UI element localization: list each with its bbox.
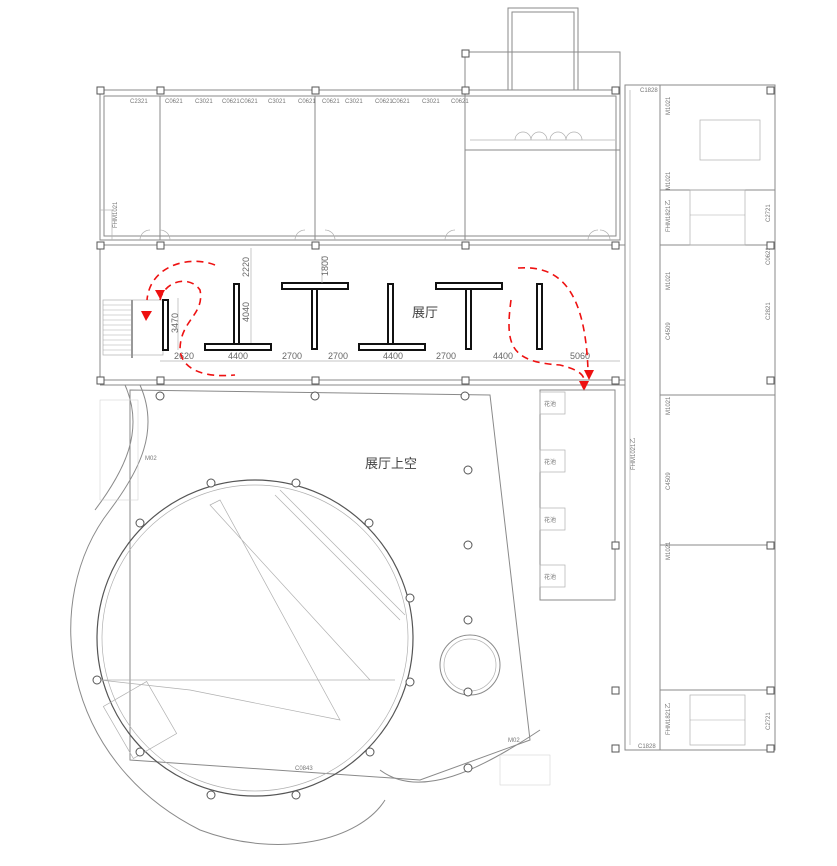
top-window-labels: C2321 C0621 C3021 C0621 C0621 C3021 C062…: [130, 99, 469, 105]
door-label: M02: [145, 456, 157, 462]
east-wing: C1828 M1021 M1021 FHM1821乙 C2721 C0621 M…: [624, 84, 776, 751]
route-arrow-icon: [141, 311, 152, 321]
window-label: C3021: [195, 99, 213, 105]
window-label: C4509: [666, 472, 672, 490]
window-label: C1828: [640, 88, 658, 94]
dimension-label: 2220: [241, 257, 251, 277]
stair-west: [103, 304, 132, 351]
hall-void: 展厅上空 花池 花池 花池 花池 FHM1021乙: [129, 389, 637, 781]
visitor-route: [141, 260, 594, 391]
dimension-label: 2700: [328, 351, 348, 361]
dimension-lines: 2220 1800 4040 3470 2620 4400 2700 2700 …: [160, 248, 620, 362]
window-label: C3021: [422, 99, 440, 105]
dimension-label: 4400: [493, 351, 513, 361]
display-panels: [162, 282, 543, 351]
display-panel: [162, 299, 169, 351]
window-label: C0621: [222, 99, 240, 105]
window-label: C0621: [322, 99, 340, 105]
route-arrow-icon: [155, 290, 165, 299]
route-arrow-icon: [579, 381, 589, 391]
dimension-label: 4400: [383, 351, 403, 361]
window-label: C0843: [295, 766, 313, 772]
door-label: M1021: [666, 541, 672, 560]
window-label: C0621: [451, 99, 469, 105]
dimension-label: 1800: [320, 256, 330, 276]
window-label: C0621: [298, 99, 316, 105]
door-label: M1021: [666, 171, 672, 190]
door-label: M02: [508, 738, 520, 744]
door-label: FHM1821乙: [665, 703, 672, 735]
dimension-label: 2700: [282, 351, 302, 361]
display-panel: [387, 283, 394, 345]
display-panel: [465, 288, 472, 350]
display-panel: [536, 283, 543, 350]
rotunda: M02 M02 C0843 FHM1021: [70, 201, 551, 845]
north-rooms: [99, 89, 621, 241]
room-label-void: 展厅上空: [365, 457, 417, 472]
planters: 花池 花池 花池 花池: [539, 391, 566, 588]
door-label: FHM1021乙: [630, 438, 637, 470]
exhibition-hall: 2220 1800 4040 3470 2620 4400 2700 2700 …: [99, 244, 626, 391]
window-label: C3021: [268, 99, 286, 105]
route-arrow-icon: [584, 370, 594, 380]
planter-label: 花池: [544, 400, 556, 408]
window-label: C0621: [375, 99, 393, 105]
window-label: C0621: [165, 99, 183, 105]
dimension-label: 2700: [436, 351, 456, 361]
dimension-label: 4040: [241, 302, 251, 322]
door-label: M1021: [666, 96, 672, 115]
dimension-label: 3470: [170, 313, 180, 333]
room-label-hall: 展厅: [412, 306, 438, 321]
window-label: C4509: [666, 322, 672, 340]
door-label: FHM1821乙: [665, 200, 672, 232]
columns: [92, 49, 775, 800]
display-panel: [204, 343, 272, 351]
window-label: C3021: [345, 99, 363, 105]
top-tower: [464, 7, 621, 151]
planter-label: 花池: [544, 458, 556, 466]
dimension-label: 2620: [174, 351, 194, 361]
planter-label: 花池: [544, 516, 556, 524]
display-panel: [311, 288, 318, 350]
window-label: C1828: [638, 744, 656, 750]
window-label: C2721: [766, 712, 772, 730]
window-label: C2821: [766, 302, 772, 320]
window-label: C0621: [392, 99, 410, 105]
dimension-label: 4400: [228, 351, 248, 361]
display-panel: [233, 283, 240, 345]
door-label: FHM1021: [113, 201, 119, 228]
window-label: C2721: [766, 204, 772, 222]
door-label: M1021: [666, 396, 672, 415]
window-label: C2321: [130, 99, 148, 105]
planter-label: 花池: [544, 573, 556, 581]
window-label: C0621: [240, 99, 258, 105]
window-label: C0621: [766, 247, 772, 265]
dimension-label: 5060: [570, 351, 590, 361]
display-panel: [358, 343, 426, 351]
door-label: M1021: [666, 271, 672, 290]
